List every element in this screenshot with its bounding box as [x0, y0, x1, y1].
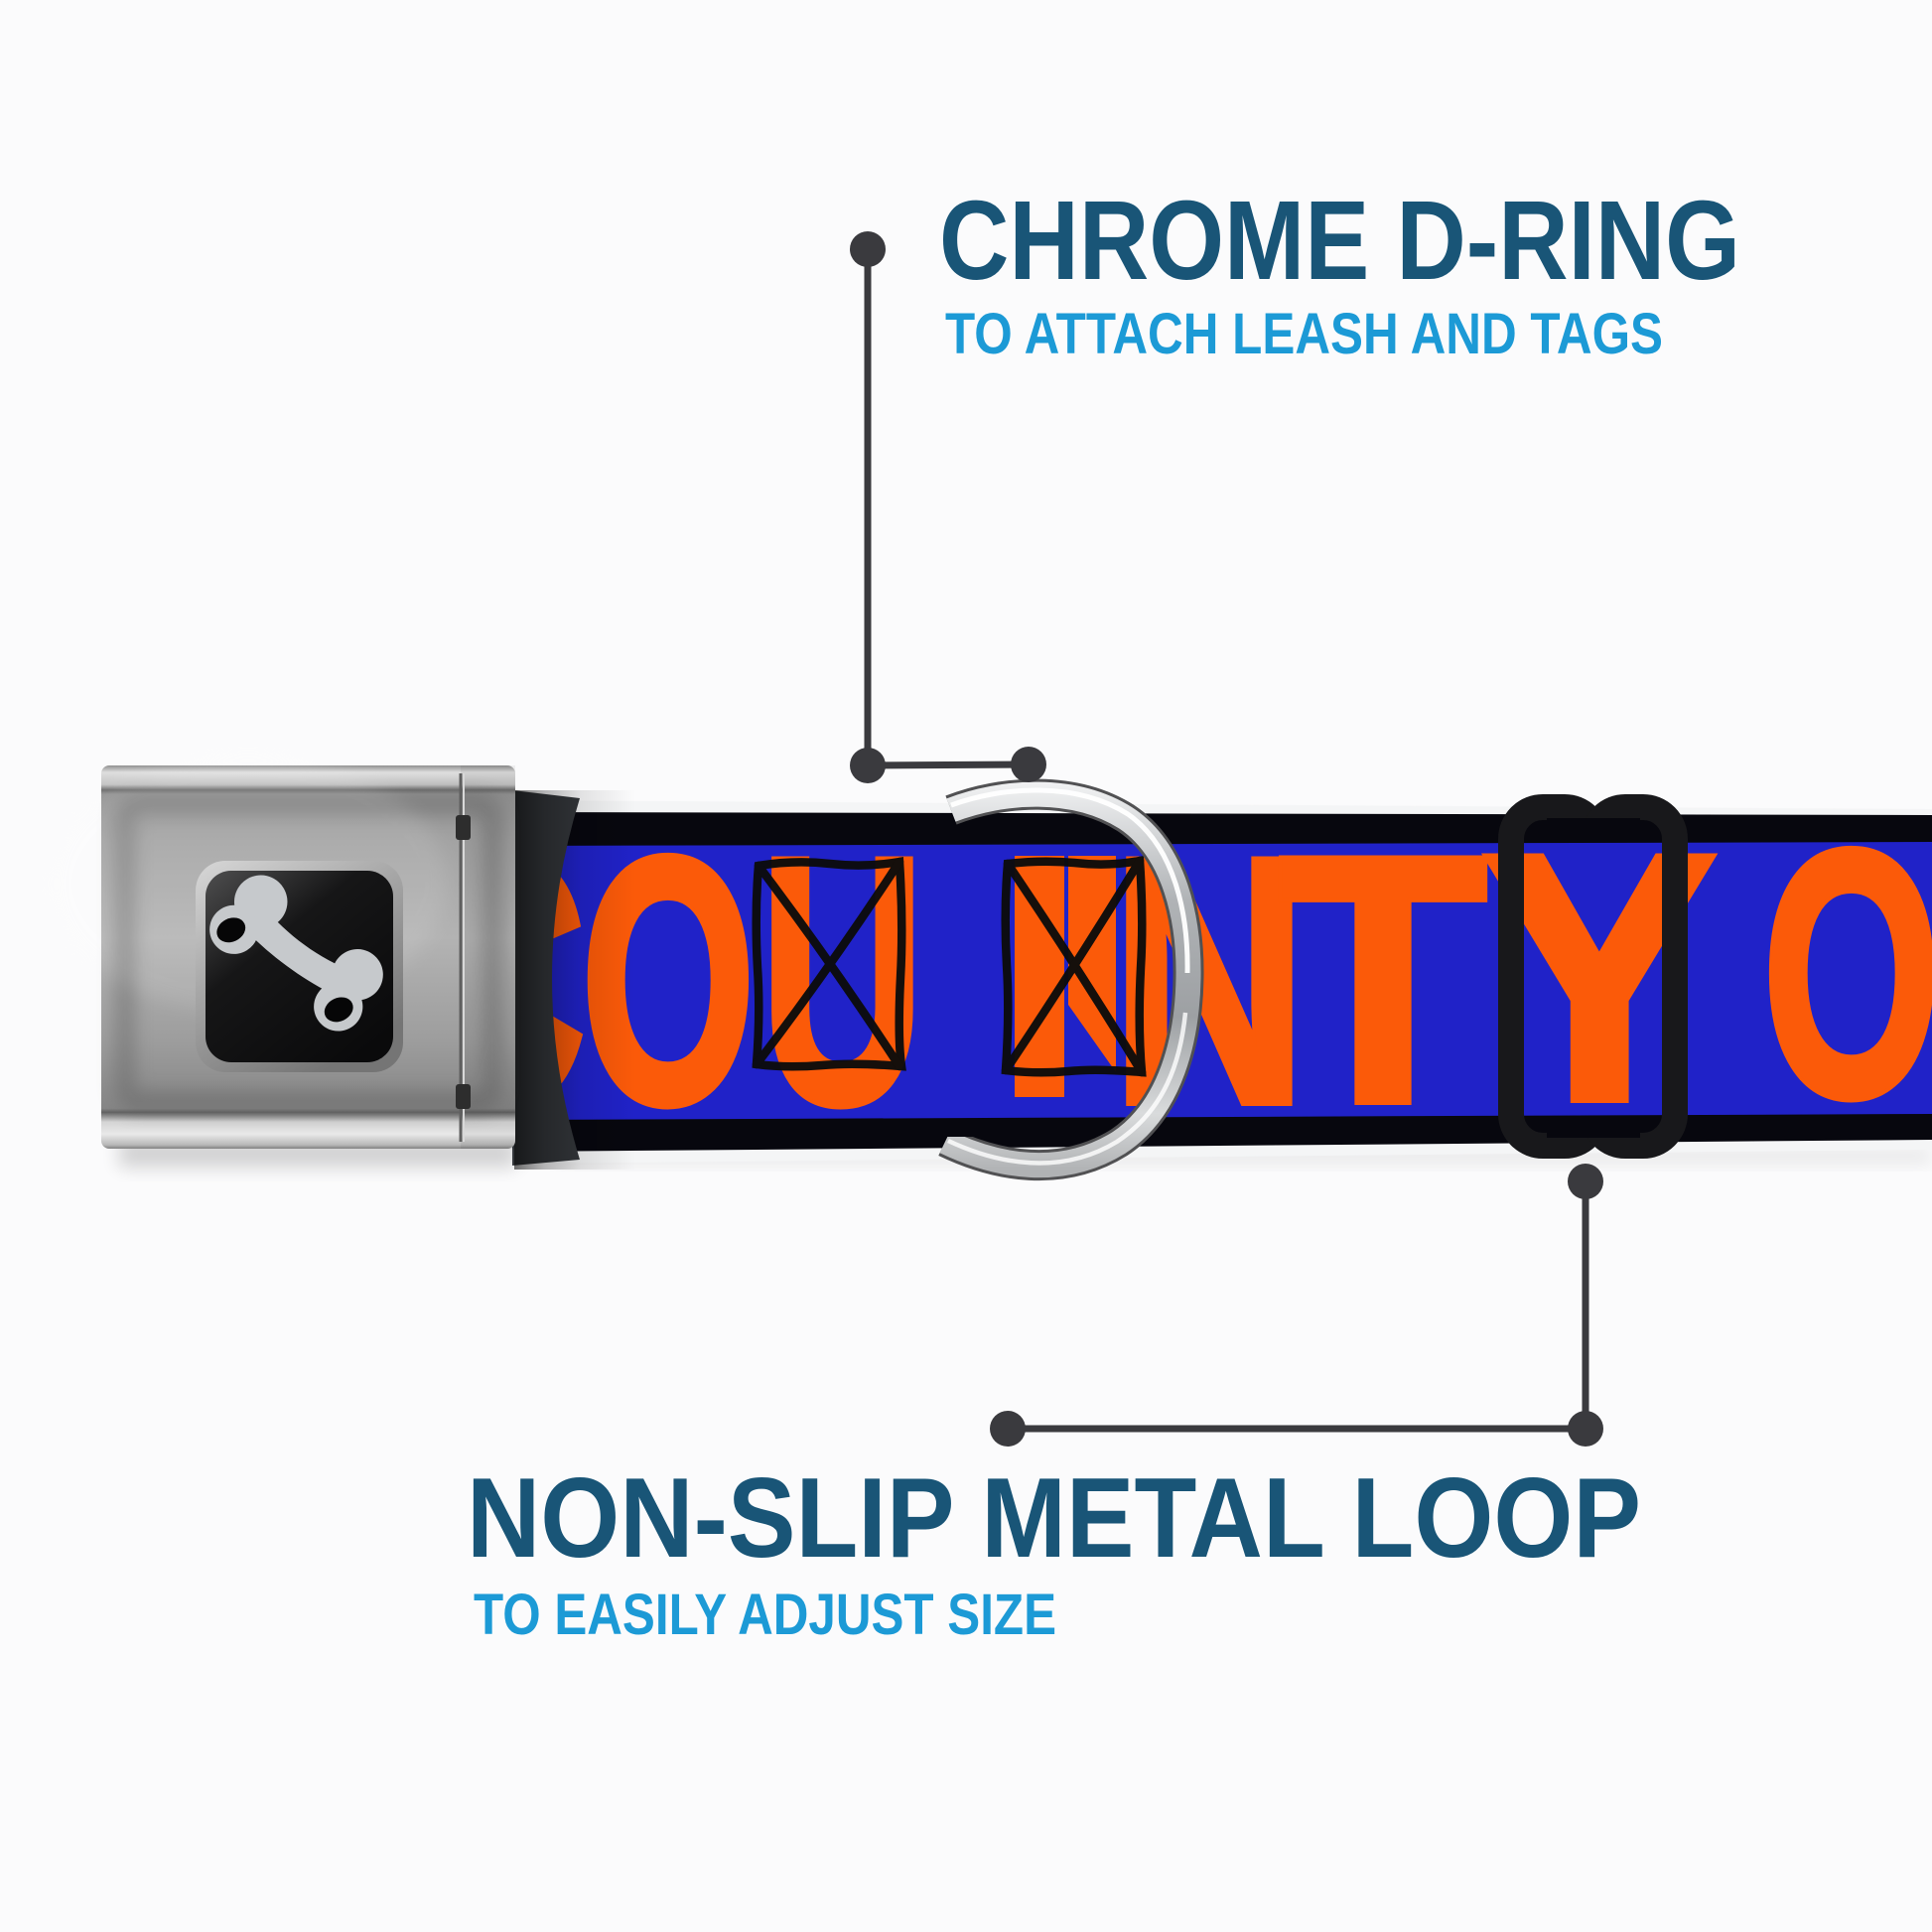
- svg-text:T: T: [1279, 784, 1487, 1176]
- svg-text:CHROME D-RING: CHROME D-RING: [939, 178, 1740, 303]
- svg-text:O: O: [1762, 778, 1932, 1171]
- svg-text:NON-SLIP METAL LOOP: NON-SLIP METAL LOOP: [467, 1455, 1641, 1582]
- svg-text:TO EASILY ADJUST SIZE: TO EASILY ADJUST SIZE: [474, 1583, 1056, 1647]
- svg-text:TO ATTACH LEASH AND TAGS: TO ATTACH LEASH AND TAGS: [945, 302, 1663, 366]
